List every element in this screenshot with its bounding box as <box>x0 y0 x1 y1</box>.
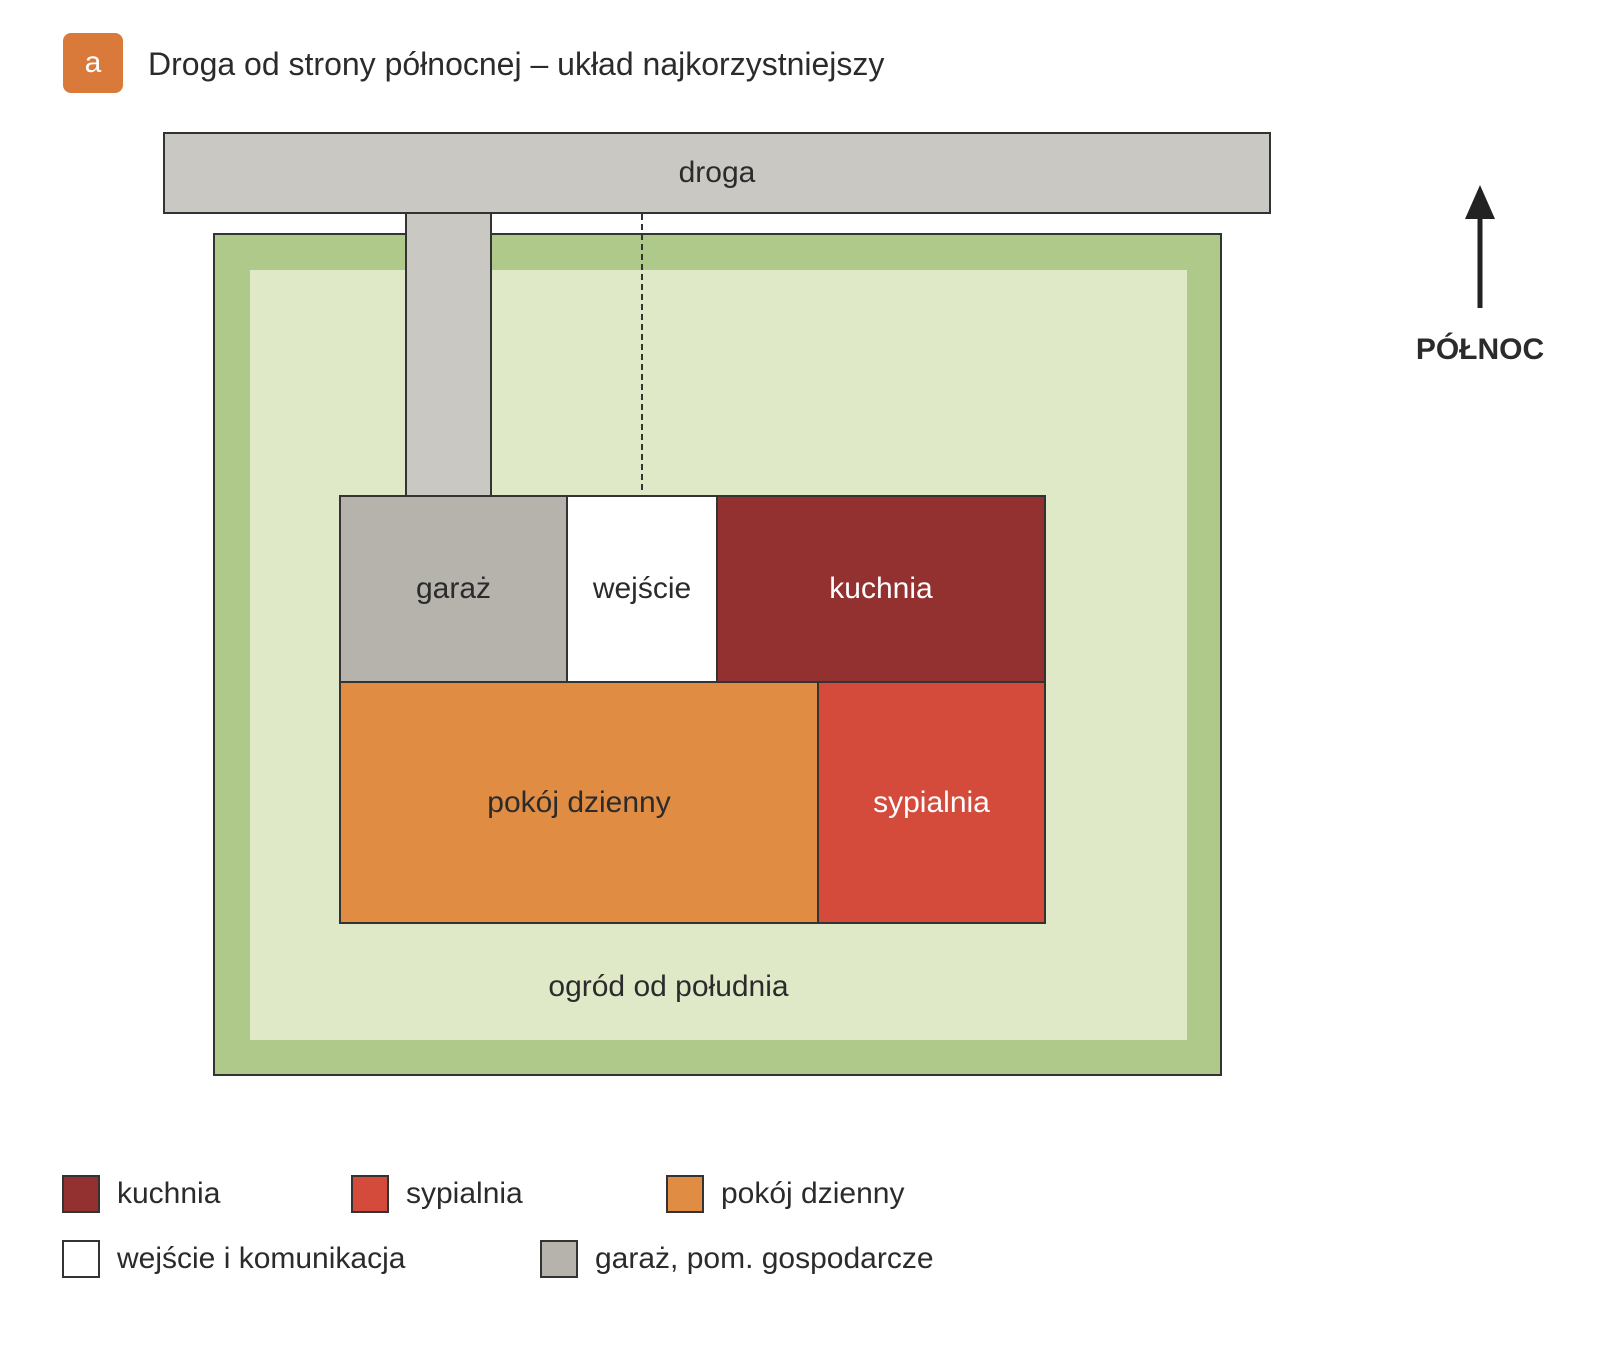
room-kitchen-label: kuchnia <box>829 572 933 605</box>
road: droga <box>163 132 1271 214</box>
legend-label: wejście i komunikacja <box>117 1242 406 1275</box>
legend-swatch <box>62 1175 100 1213</box>
legend-swatch <box>540 1240 578 1278</box>
legend-item-bedroom: sypialnia <box>351 1175 523 1213</box>
room-entry: wejście <box>566 495 718 683</box>
north-label: PÓŁNOC <box>1415 333 1545 366</box>
north-indicator: PÓŁNOC <box>1395 185 1565 375</box>
room-kitchen: kuchnia <box>716 495 1046 683</box>
room-bedroom-label: sypialnia <box>873 785 990 819</box>
room-living-label: pokój dzienny <box>487 785 671 819</box>
garden-label: ogród od południa <box>548 970 789 1003</box>
legend-label: kuchnia <box>117 1177 221 1210</box>
room-entry-label: wejście <box>592 572 692 605</box>
legend-swatch <box>351 1175 389 1213</box>
page-title: Droga od strony północnej – układ najkor… <box>148 46 885 82</box>
legend-item-entry: wejście i komunikacja <box>62 1240 405 1278</box>
legend-item-garage: garaż, pom. gospodarcze <box>540 1240 934 1278</box>
section-badge: a <box>63 33 123 93</box>
north-arrow-icon <box>1465 185 1495 308</box>
legend-label: pokój dzienny <box>721 1177 905 1210</box>
legend-label: garaż, pom. gospodarcze <box>595 1242 934 1275</box>
legend-swatch <box>62 1240 100 1278</box>
legend-item-living: pokój dzienny <box>666 1175 904 1213</box>
room-garage-label: garaż <box>415 572 492 605</box>
legend-item-kitchen: kuchnia <box>62 1175 220 1213</box>
entry-path-dashed-line <box>641 214 643 490</box>
road-label: droga <box>678 156 756 189</box>
legend-label: sypialnia <box>406 1177 523 1210</box>
legend-swatch <box>666 1175 704 1213</box>
driveway <box>405 212 492 498</box>
room-bedroom: sypialnia <box>817 681 1046 924</box>
room-garage: garaż <box>339 495 568 683</box>
room-living: pokój dzienny <box>339 681 819 924</box>
